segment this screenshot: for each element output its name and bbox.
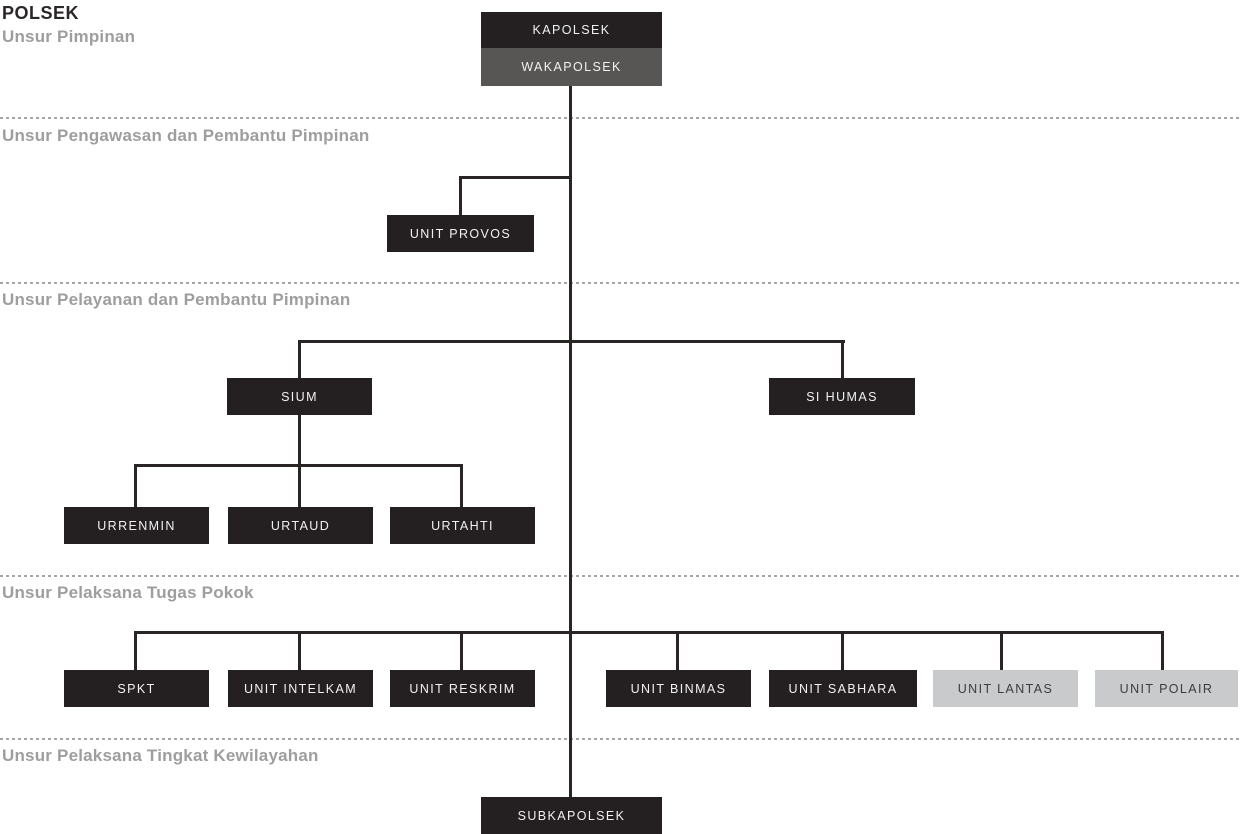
connector-lantas-drop	[1000, 631, 1003, 670]
node-wakapolsek: WAKAPOLSEK	[481, 48, 662, 86]
section-heading-pengawasan: Unsur Pengawasan dan Pembantu Pimpinan	[2, 126, 370, 145]
connector-sium-down	[298, 415, 301, 466]
connector-urtaud-drop	[298, 464, 301, 507]
connector-main-vertical	[569, 86, 572, 797]
node-sium: SIUM	[227, 378, 372, 415]
node-unit-lantas: UNIT LANTAS	[933, 670, 1078, 707]
connector-urrenmin-drop	[134, 464, 137, 507]
node-kapolsek: KAPOLSEK	[481, 12, 662, 48]
section-divider-2	[0, 282, 1240, 284]
connector-pelaksana-horizontal	[134, 631, 1164, 634]
connector-binmas-drop	[676, 631, 679, 670]
connector-intelkam-drop	[298, 631, 301, 670]
node-urrenmin: URRENMIN	[64, 507, 209, 544]
connector-polair-drop	[1161, 631, 1164, 670]
node-unit-reskrim: UNIT RESKRIM	[390, 670, 535, 707]
section-heading-pelayanan: Unsur Pelayanan dan Pembantu Pimpinan	[2, 290, 351, 309]
node-subkapolsek: SUBKAPOLSEK	[481, 797, 662, 834]
connector-sabhara-drop	[841, 631, 844, 670]
connector-pelayanan-horizontal	[298, 340, 845, 343]
section-heading-kewilayahan: Unsur Pelaksana Tingkat Kewilayahan	[2, 746, 319, 765]
connector-sihumas-drop	[841, 340, 844, 378]
node-spkt: SPKT	[64, 670, 209, 707]
node-urtahti: URTAHTI	[390, 507, 535, 544]
section-divider-4	[0, 738, 1240, 740]
node-urtaud: URTAUD	[228, 507, 373, 544]
section-divider-1	[0, 117, 1240, 119]
connector-urtahti-drop	[460, 464, 463, 507]
node-unit-sabhara: UNIT SABHARA	[769, 670, 917, 707]
node-unit-provos: UNIT PROVOS	[387, 215, 534, 252]
connector-spkt-drop	[134, 631, 137, 670]
connector-provos-horizontal	[460, 176, 572, 179]
node-unit-intelkam: UNIT INTELKAM	[228, 670, 373, 707]
section-heading-pelaksana-pokok: Unsur Pelaksana Tugas Pokok	[2, 583, 254, 602]
page-title: POLSEK	[2, 3, 80, 23]
node-si-humas: SI HUMAS	[769, 378, 915, 415]
node-unit-polair: UNIT POLAIR	[1095, 670, 1238, 707]
connector-provos-drop	[459, 176, 462, 215]
connector-sium-drop	[298, 340, 301, 378]
node-unit-binmas: UNIT BINMAS	[606, 670, 751, 707]
section-divider-3	[0, 575, 1240, 577]
connector-reskrim-drop	[460, 631, 463, 670]
section-heading-pimpinan: Unsur Pimpinan	[2, 27, 136, 46]
